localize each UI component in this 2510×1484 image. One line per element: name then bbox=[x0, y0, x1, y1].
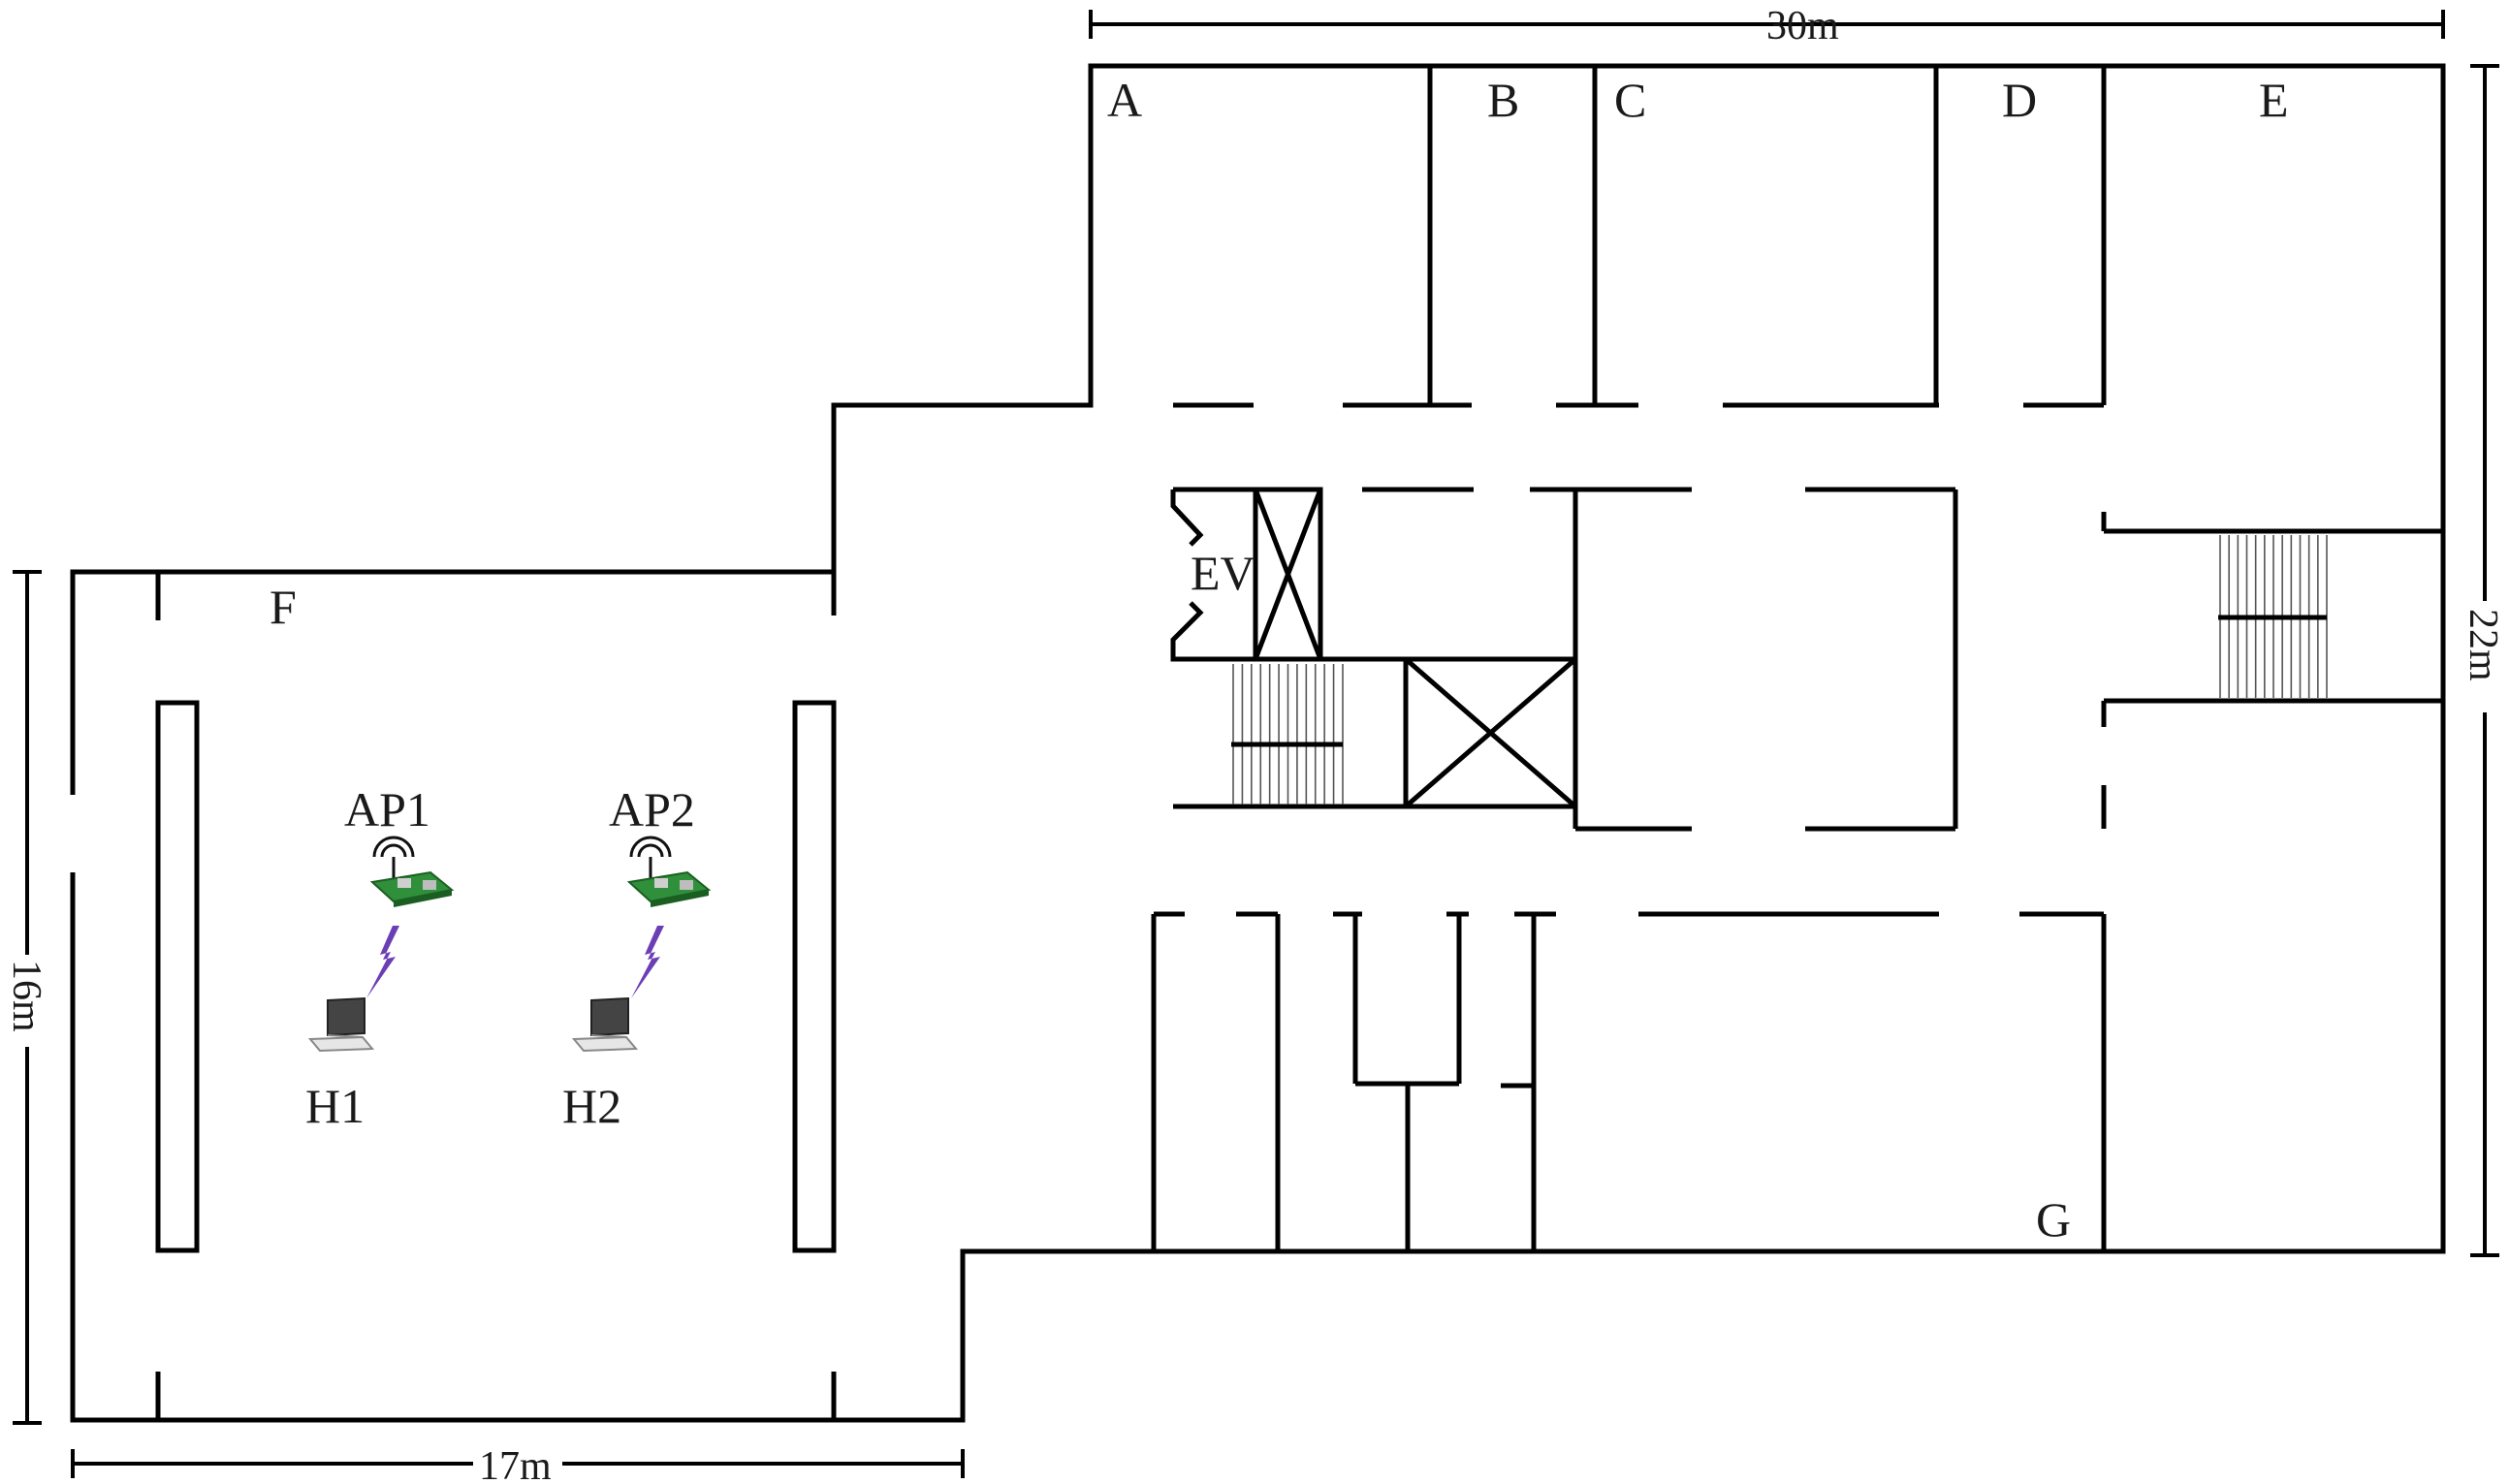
access-point-1: AP1 bbox=[344, 782, 455, 907]
dimension-right: 22m bbox=[2461, 64, 2507, 1257]
left-partition bbox=[155, 700, 200, 1253]
bottom-rooms bbox=[1151, 911, 2107, 1251]
room-label-e: E bbox=[2259, 73, 2289, 127]
dimension-top: 30m bbox=[1089, 4, 2445, 48]
raspberry-pi-router-icon bbox=[626, 836, 712, 907]
access-point-2: AP2 bbox=[609, 782, 712, 907]
outer-walls bbox=[70, 63, 2446, 1423]
dimension-top-label: 30m bbox=[1766, 4, 1839, 48]
ap-label: AP2 bbox=[609, 782, 695, 837]
elevator-label: EV bbox=[1191, 546, 1255, 600]
ap-label: AP1 bbox=[344, 782, 430, 837]
room-label-b: B bbox=[1487, 73, 1519, 127]
host-2: H2 bbox=[562, 996, 639, 1133]
top-rooms bbox=[1173, 66, 2107, 408]
host-label: H2 bbox=[562, 1079, 621, 1133]
right-partition bbox=[792, 700, 837, 1253]
room-label-d: D bbox=[2002, 73, 2037, 127]
room-label-c: C bbox=[1614, 73, 1646, 127]
room-labels: A B C D E F G bbox=[270, 73, 2289, 1247]
room-label-g: G bbox=[2036, 1192, 2071, 1247]
host-label: H1 bbox=[305, 1079, 365, 1133]
laptop-icon bbox=[307, 996, 375, 1053]
dimension-left-label: 16m bbox=[4, 960, 48, 1032]
laptop-icon bbox=[571, 996, 639, 1053]
dimension-bottom: 17m bbox=[71, 1441, 965, 1484]
dimension-right-label: 22m bbox=[2461, 609, 2505, 681]
dimension-bottom-label: 17m bbox=[479, 1444, 552, 1484]
room-label-f: F bbox=[270, 580, 297, 634]
dimension-left: 16m bbox=[4, 570, 49, 1425]
room-label-a: A bbox=[1107, 73, 1142, 127]
right-stairs bbox=[2101, 512, 2443, 829]
left-stairs bbox=[1231, 664, 1344, 805]
wireless-link-1 bbox=[366, 926, 399, 998]
left-hall bbox=[155, 572, 837, 1420]
core: EV bbox=[1170, 487, 2443, 832]
raspberry-pi-router-icon bbox=[369, 836, 455, 907]
host-1: H1 bbox=[305, 996, 375, 1133]
wireless-link-2 bbox=[631, 926, 664, 998]
